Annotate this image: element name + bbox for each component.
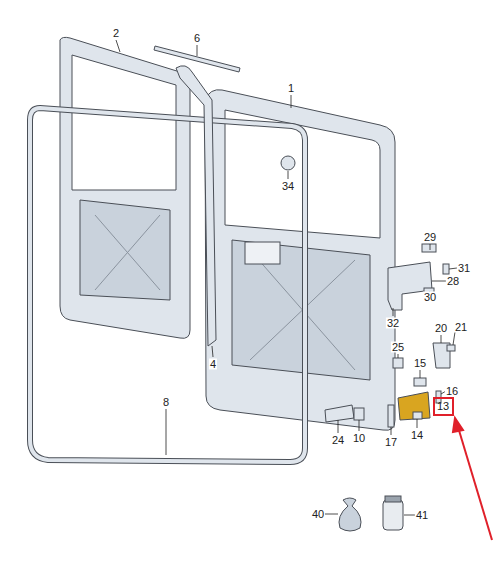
callout-number: 14	[410, 430, 424, 441]
callout-number: 17	[384, 437, 398, 448]
callout-number: 25	[391, 342, 405, 353]
callout-number: 6	[193, 33, 201, 44]
callout-number: 16	[445, 386, 459, 397]
callout-number: 29	[423, 232, 437, 243]
callout-number: 1	[287, 83, 295, 94]
callout-number: 34	[281, 181, 295, 192]
callout-number: 31	[457, 263, 471, 274]
callout-number: 4	[209, 359, 217, 370]
callout-number: 30	[423, 292, 437, 303]
callout-number: 41	[415, 510, 429, 521]
callout-number: 15	[413, 358, 427, 369]
callout-number: 24	[331, 435, 345, 446]
callout-number: 13	[437, 401, 450, 412]
callout-number: 8	[162, 397, 170, 408]
callout-number: 20	[434, 323, 448, 334]
callout-number: 32	[386, 318, 400, 329]
highlight-box: 13	[433, 397, 454, 416]
callout-number: 40	[311, 509, 325, 520]
callout-number: 28	[446, 276, 460, 287]
callout-number: 21	[454, 322, 468, 333]
callout-number: 10	[352, 433, 366, 444]
callout-number: 2	[112, 28, 120, 39]
